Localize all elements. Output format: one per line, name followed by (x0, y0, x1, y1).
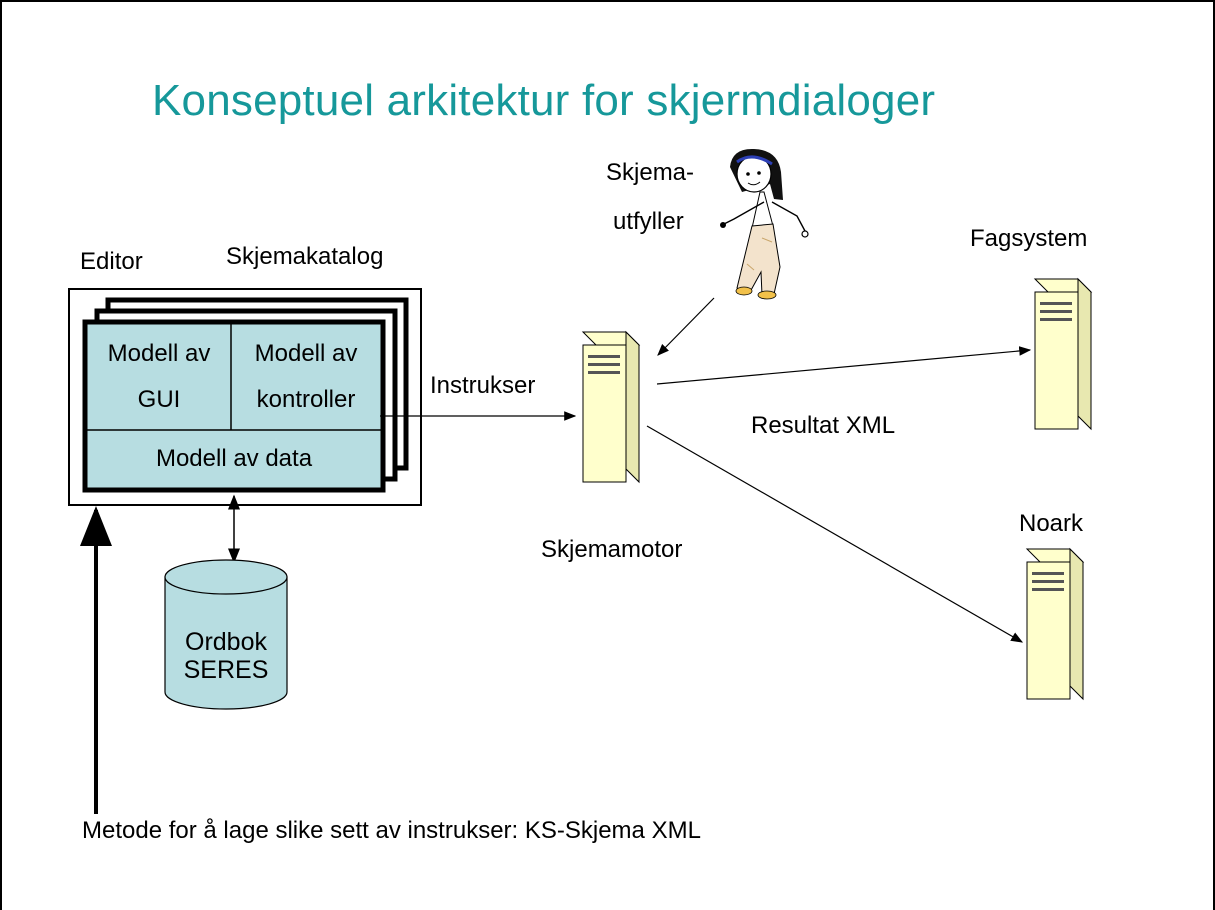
gui-model-cell: Modell av GUI (88, 325, 230, 429)
filler-arrow (657, 297, 715, 356)
form-engine-label: Skjemamotor (541, 536, 683, 563)
result-arrow-noark (646, 425, 1024, 643)
catalog-label: Skjemakatalog (226, 243, 384, 270)
dictionary-label-line2: SERES (183, 655, 269, 684)
dictionary-label-line1: Ordbok (185, 628, 267, 656)
server-icon (1033, 277, 1093, 431)
server-icon (1025, 547, 1085, 701)
server-icon (581, 330, 641, 484)
slide-title: Konseptuel arkitektur for skjermdialoger (152, 76, 936, 125)
result-label: Resultat XML (751, 412, 896, 439)
domain-system-label: Fagsystem (970, 225, 1088, 252)
method-caption: Metode for å lage slike sett av instruks… (82, 817, 701, 844)
database-cylinder-icon (164, 559, 288, 710)
form-filler-label-line1: Skjema- (606, 159, 695, 186)
controller-model-line2: kontroller (256, 386, 356, 413)
person-icon (720, 148, 809, 300)
archive-label: Noark (1019, 510, 1084, 537)
gui-model-line2: GUI (137, 386, 181, 413)
dictionary-label: Ordbok SERES (164, 628, 288, 684)
instructions-label: Instrukser (430, 372, 536, 399)
controller-model-line1: Modell av (254, 340, 358, 367)
editor-label: Editor (80, 248, 143, 275)
catalog-sheet-front (82, 319, 386, 493)
controller-model-cell: Modell av kontroller (232, 325, 380, 429)
gui-model-line1: Modell av (107, 340, 211, 367)
data-model-cell: Modell av data (155, 445, 313, 472)
result-arrow-fagsystem (656, 346, 1032, 385)
form-filler-label-line2: utfyller (613, 208, 684, 235)
